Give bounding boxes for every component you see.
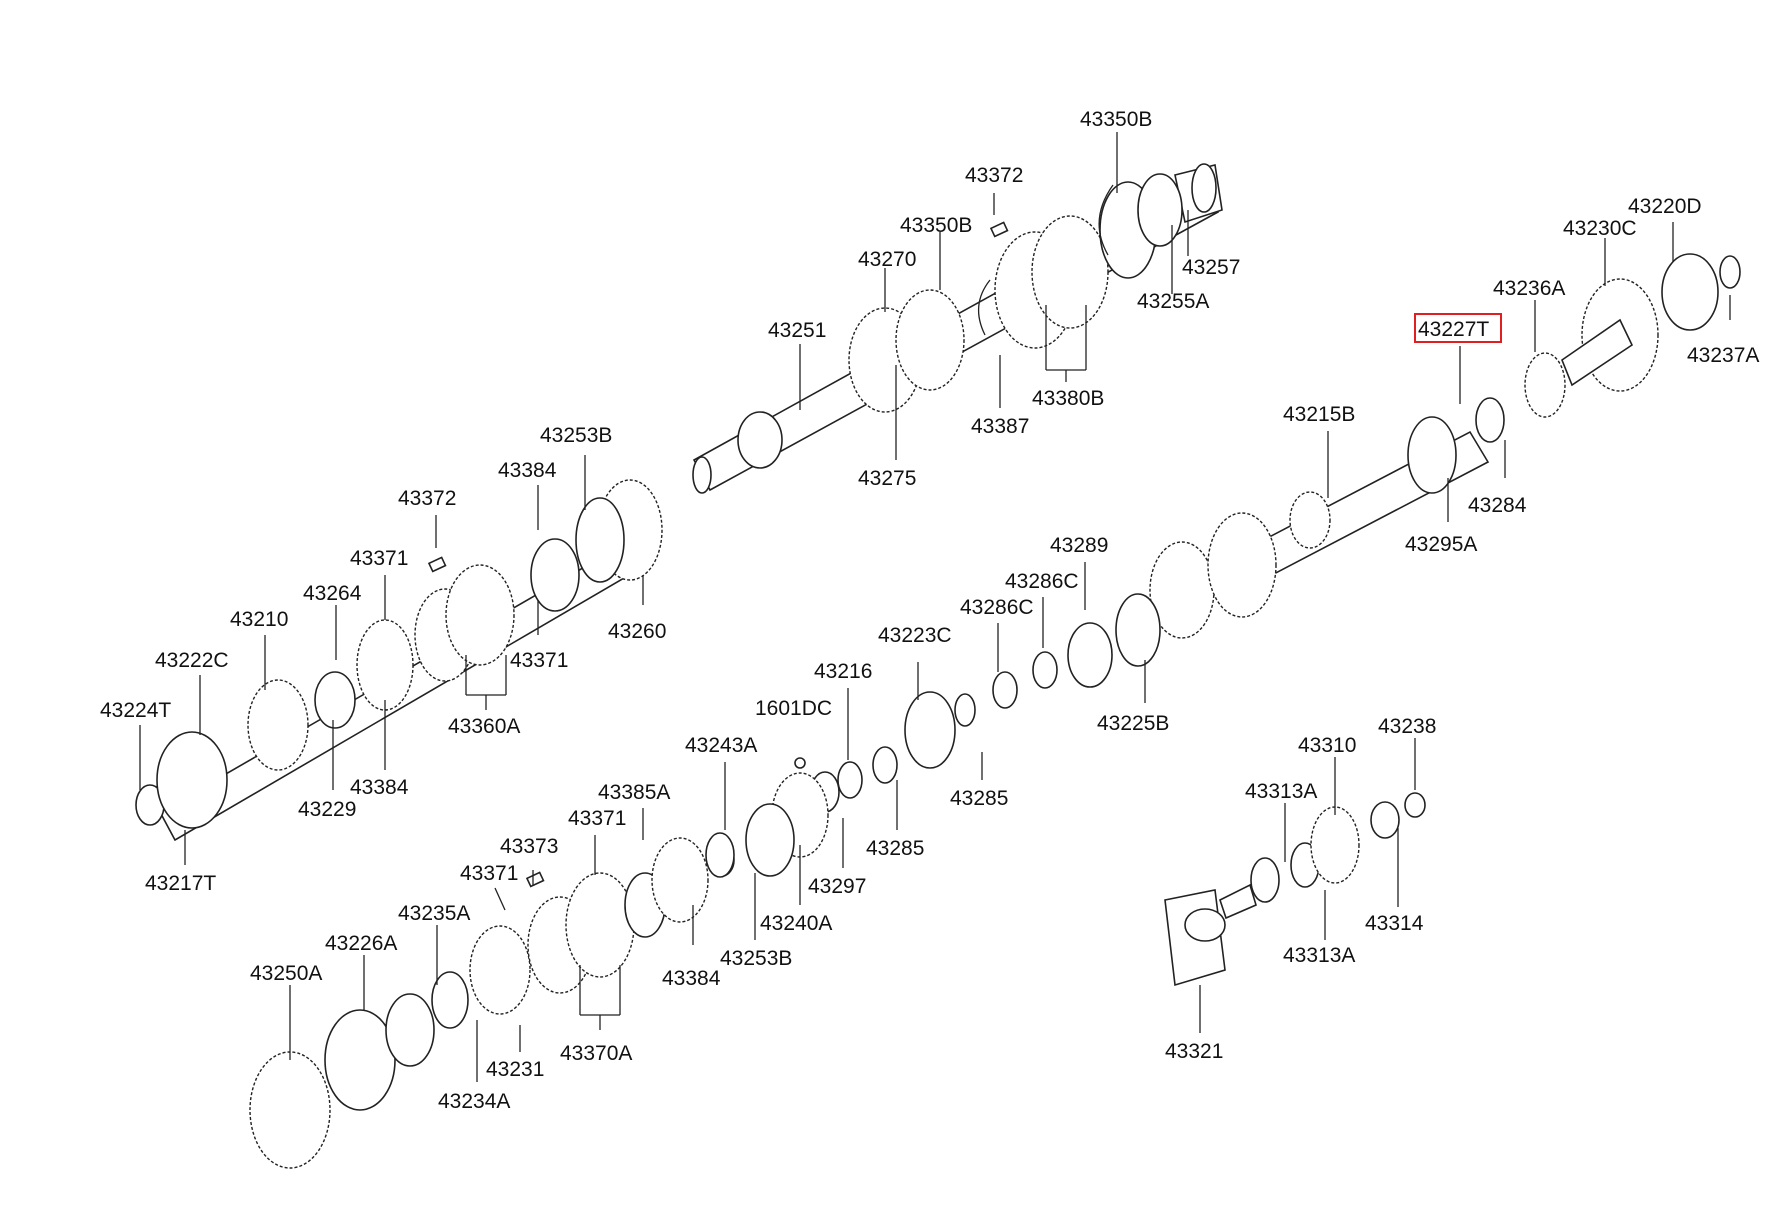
part-label[interactable]: 43243A (685, 734, 757, 757)
part-label[interactable]: 43229 (298, 798, 356, 821)
part-label[interactable]: 43286C (1005, 570, 1079, 593)
part-label[interactable]: 43360A (448, 715, 520, 738)
part-label[interactable]: 43235A (398, 902, 470, 925)
part-label[interactable]: 43270 (858, 248, 916, 271)
idler-gear-assembly (1164, 792, 1426, 987)
part-label[interactable]: 43230C (1563, 217, 1637, 240)
part-label[interactable]: 43284 (1468, 494, 1527, 517)
part-label[interactable]: 43370A (560, 1042, 632, 1065)
part-label[interactable]: 43289 (1050, 534, 1108, 557)
part-label[interactable]: 43285 (950, 787, 1008, 810)
part-label[interactable]: 43226A (325, 932, 397, 955)
part-label[interactable]: 43380B (1032, 387, 1104, 410)
part-label[interactable]: 43314 (1365, 912, 1424, 935)
part-label[interactable]: 43253B (540, 424, 612, 447)
part-label[interactable]: 43313A (1283, 944, 1355, 967)
part-label[interactable]: 43220D (1628, 195, 1702, 218)
leader-lines (139, 132, 1731, 1082)
part-label[interactable]: 43260 (608, 620, 666, 643)
part-label[interactable]: 43225B (1097, 712, 1169, 735)
part-label[interactable]: 43250A (250, 962, 322, 985)
left-shaft-assembly (135, 479, 663, 842)
part-label[interactable]: 43384 (350, 776, 409, 799)
part-label[interactable]: 43253B (720, 947, 792, 970)
part-label[interactable]: 43313A (1245, 780, 1317, 803)
part-label[interactable]: 43216 (814, 660, 872, 683)
highlight-box (1414, 313, 1502, 343)
part-label[interactable]: 43373 (500, 835, 558, 858)
part-label[interactable]: 43234A (438, 1090, 510, 1113)
part-label[interactable]: 43251 (768, 319, 826, 342)
part-label[interactable]: 43215B (1283, 403, 1355, 426)
part-label[interactable]: 43237A (1687, 344, 1759, 367)
part-label[interactable]: 43238 (1378, 715, 1436, 738)
part-label[interactable]: 43264 (303, 582, 362, 605)
part-label[interactable]: 43371 (510, 649, 568, 672)
part-label[interactable]: 43236A (1493, 277, 1565, 300)
part-label[interactable]: 43217T (145, 872, 216, 895)
part-label[interactable]: 43310 (1298, 734, 1356, 757)
upper-shaft-assembly (692, 163, 1223, 494)
part-label[interactable]: 43257 (1182, 256, 1240, 279)
part-label[interactable]: 43387 (971, 415, 1029, 438)
part-label[interactable]: 43371 (568, 807, 626, 830)
part-label[interactable]: 43286C (960, 596, 1034, 619)
counter-shaft-assembly (709, 253, 1741, 877)
part-label[interactable]: 43350B (1080, 108, 1152, 131)
part-label[interactable]: 43285 (866, 837, 924, 860)
lower-shaft-assembly (249, 832, 735, 1169)
part-label[interactable]: 43231 (486, 1058, 544, 1081)
part-label[interactable]: 43384 (662, 967, 721, 990)
part-label[interactable]: 43275 (858, 467, 916, 490)
part-label[interactable]: 43240A (760, 912, 832, 935)
part-label[interactable]: 43255A (1137, 290, 1209, 313)
part-label[interactable]: 43210 (230, 608, 288, 631)
part-label[interactable]: 43224T (100, 699, 171, 722)
part-label[interactable]: 43321 (1165, 1040, 1223, 1063)
part-label[interactable]: 43295A (1405, 533, 1477, 556)
part-label[interactable]: 43371 (350, 547, 408, 570)
part-label[interactable]: 43385A (598, 781, 670, 804)
part-label[interactable]: 43372 (398, 487, 456, 510)
part-label[interactable]: 1601DC (755, 697, 832, 720)
part-label[interactable]: 43384 (498, 459, 557, 482)
part-label[interactable]: 43222C (155, 649, 229, 672)
part-label[interactable]: 43223C (878, 624, 952, 647)
part-label[interactable]: 43372 (965, 164, 1023, 187)
part-label[interactable]: 43350B (900, 214, 972, 237)
part-label[interactable]: 43227T (1418, 318, 1489, 341)
part-label[interactable]: 43371 (460, 862, 518, 885)
part-labels: 43350B 43372 43350B 43270 43257 43255A 4… (100, 108, 1759, 1113)
part-label[interactable]: 43297 (808, 875, 866, 898)
